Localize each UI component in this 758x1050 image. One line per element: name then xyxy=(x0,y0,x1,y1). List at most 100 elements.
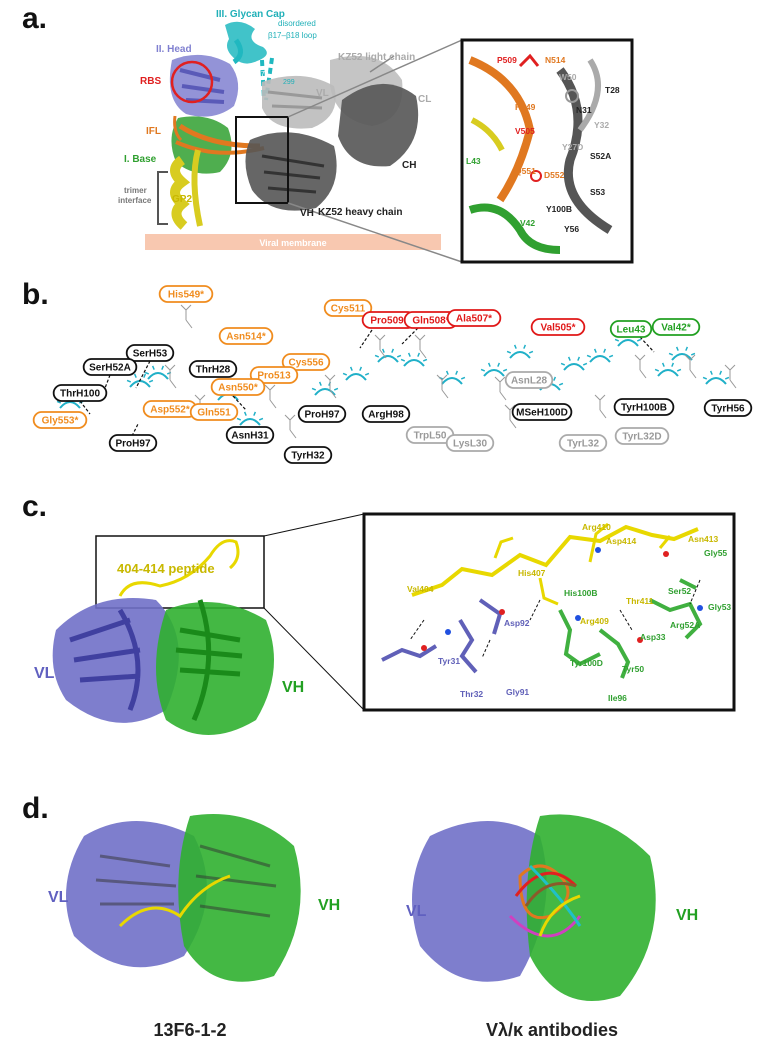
label-rbs: RBS xyxy=(140,76,161,87)
svg-text:MSeH100D: MSeH100D xyxy=(516,408,568,419)
residue-label: Pro513 xyxy=(249,366,299,384)
svg-text:Gly553*: Gly553* xyxy=(42,416,79,427)
zoom-label-Y56: Y56 xyxy=(564,224,579,234)
zoom-label-L43: L43 xyxy=(466,156,481,166)
zoom-c-Ser52: Ser52 xyxy=(668,586,691,596)
zoom-label-Y32: Y32 xyxy=(594,120,609,130)
heavy-chain-structure xyxy=(245,83,419,211)
panel-b-interaction-map: His549*SerH53SerH52AThrH100Asn514*ThrH28… xyxy=(32,285,753,464)
label-cl: CL xyxy=(418,94,431,105)
label-light-chain: KZ52 light chain xyxy=(338,52,415,63)
zoom-line-bottom xyxy=(287,202,463,263)
zoom-line-top xyxy=(287,39,463,118)
residue-stick xyxy=(634,354,647,379)
zoom-label-N514: N514 xyxy=(545,55,566,65)
label-loop: β17–β18 loop xyxy=(268,31,317,40)
hbond-line xyxy=(135,360,151,389)
hydrophobic-arc xyxy=(59,401,81,409)
residue-label: Asp552* xyxy=(142,400,198,418)
residue-label: Asn514* xyxy=(218,327,274,345)
hbond-line xyxy=(401,327,419,345)
hbond-line xyxy=(359,329,373,349)
hbond-line xyxy=(639,336,655,353)
label-gp2: GP2 xyxy=(172,194,192,205)
hydrophobic-arc xyxy=(441,377,463,385)
residue-stick xyxy=(164,364,177,389)
panel-c-sticks xyxy=(381,522,703,679)
panel-a-figure: Viral membrane III. Gly xyxy=(118,9,634,264)
residue-stick xyxy=(414,334,427,359)
residue-label: ThrH100 xyxy=(52,384,108,402)
13f6-structure xyxy=(66,814,301,982)
residue-label: Asn550* xyxy=(210,378,266,396)
zoom-c-Gly55: Gly55 xyxy=(704,548,727,558)
svg-text:Pro513: Pro513 xyxy=(257,371,291,382)
vl-label-d-left: VL xyxy=(48,889,69,906)
panel-a-zoom xyxy=(460,38,634,264)
hydrophobic-arc xyxy=(129,380,151,388)
label-ifl: IFL xyxy=(146,126,161,137)
vl-label-d-right: VL xyxy=(406,903,427,920)
svg-text:Asn550*: Asn550* xyxy=(218,383,258,394)
residue-stick xyxy=(724,364,737,389)
zoom-c-Asn413: Asn413 xyxy=(688,534,719,544)
residue-stick xyxy=(284,414,297,439)
vh-domain-c xyxy=(156,599,274,735)
gp2-helix xyxy=(170,149,203,230)
svg-text:ProH97: ProH97 xyxy=(304,410,339,421)
caption-13f6: 13F6-1-2 xyxy=(153,1020,226,1040)
residue-label: TyrH100B xyxy=(613,398,675,416)
residue-stick xyxy=(436,374,449,399)
hydrophobic-arc xyxy=(509,351,531,359)
zoom-c-Ile96: Ile96 xyxy=(608,693,627,703)
residue-stick xyxy=(324,374,337,399)
residue-label: ProH97 xyxy=(297,405,347,423)
hbond-line xyxy=(131,423,139,437)
zoom-label-W50: W50 xyxy=(559,72,577,82)
svg-text:Leu43: Leu43 xyxy=(617,325,646,336)
svg-text:TyrH32: TyrH32 xyxy=(291,451,325,462)
svg-text:TyrH56: TyrH56 xyxy=(711,404,745,415)
zoom-c-Arg52A: Arg52A xyxy=(670,620,700,630)
residue-labels: His549*SerH53SerH52AThrH100Asn514*ThrH28… xyxy=(32,285,753,464)
vh-label-d-left: VH xyxy=(318,897,340,914)
hydrophobic-arc xyxy=(705,377,727,385)
svg-text:Asp552*: Asp552* xyxy=(150,405,190,416)
residue-stick xyxy=(494,376,507,401)
zoom-label-V42: V42 xyxy=(520,218,535,228)
label-head: II. Head xyxy=(156,44,192,55)
zoom-c-Gly53: Gly53 xyxy=(708,602,731,612)
peptide-label: 404-414 peptide xyxy=(117,561,215,576)
vl-label-c: VL xyxy=(34,665,55,682)
residue-label: TyrH32 xyxy=(283,446,333,464)
residue-stick xyxy=(684,354,697,379)
label-disordered: disordered xyxy=(278,19,316,28)
hydrophobic-arc xyxy=(589,355,611,363)
residue-label: Leu43 xyxy=(609,320,653,338)
hydrophobic-arc xyxy=(483,369,505,377)
svg-text:AsnH31: AsnH31 xyxy=(231,431,269,442)
membrane-label: Viral membrane xyxy=(259,238,326,248)
label-278: 278 xyxy=(257,71,269,78)
label-trimer: trimer xyxy=(124,186,147,195)
hydrogen-bonds xyxy=(79,327,655,437)
residue-label: Ala507* xyxy=(446,309,502,327)
label-interface: interface xyxy=(118,196,152,205)
panel-label-b: b. xyxy=(22,278,49,311)
hydrophobic-arc xyxy=(617,339,639,347)
vlk-antibodies-structure xyxy=(412,814,656,1001)
residue-stick-drawings xyxy=(164,304,737,439)
residue-label: TyrH56 xyxy=(703,399,753,417)
residue-label: Cys556 xyxy=(281,353,331,371)
residue-label: His549* xyxy=(158,285,214,303)
svg-text:TyrH100B: TyrH100B xyxy=(621,403,667,414)
residue-label: AsnH31 xyxy=(225,426,275,444)
residue-label: TyrL32 xyxy=(558,434,608,452)
svg-text:Ala507*: Ala507* xyxy=(456,314,492,325)
svg-text:Cys511: Cys511 xyxy=(331,304,366,315)
hydrophobic-arc xyxy=(671,353,693,361)
zoom-label-T28: T28 xyxy=(605,85,620,95)
light-chain-pointer xyxy=(369,55,395,73)
residue-label: ProH97 xyxy=(108,434,158,452)
svg-text:ThrH28: ThrH28 xyxy=(196,365,231,376)
